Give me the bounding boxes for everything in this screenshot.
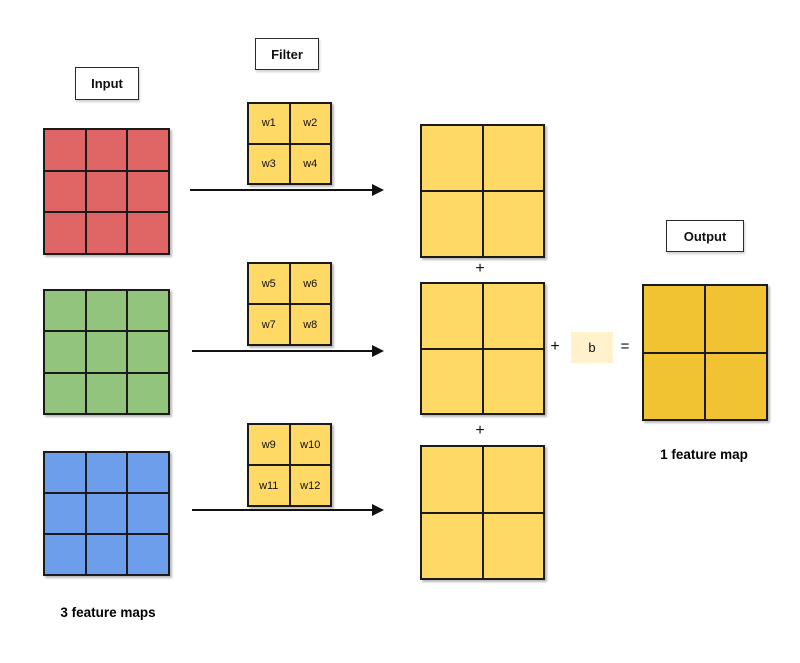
output-caption: 1 feature map [660, 447, 748, 462]
filter-weight: w6 [289, 263, 331, 304]
grid-cell [127, 534, 169, 575]
grid-cell [85, 534, 128, 575]
filter-weight: w1 [248, 103, 290, 144]
input-caption: 3 feature maps [60, 605, 156, 620]
filter-1-weights: w1 w2 w3 w4 [247, 102, 332, 185]
intermediate-map-1 [420, 124, 545, 258]
convolution-arrow-1 [190, 184, 384, 196]
output-section-label: Output [666, 220, 744, 252]
filter-weight: w10 [289, 424, 331, 465]
grid-cell [44, 170, 86, 213]
grid-cell [127, 170, 169, 213]
grid-cell [127, 493, 169, 534]
grid-cell [44, 290, 86, 332]
filter-label-text: Filter [271, 46, 303, 62]
grid-cell [127, 452, 169, 493]
grid-cell [421, 125, 483, 191]
grid-cell [127, 290, 169, 332]
equals-operator: = [620, 338, 630, 355]
intermediate-map-3 [420, 445, 545, 580]
plus-operator: + [550, 338, 560, 355]
grid-cell [482, 512, 544, 579]
grid-cell [127, 372, 169, 414]
grid-cell [705, 352, 767, 420]
input-feature-map-red [43, 128, 170, 255]
grid-cell [421, 283, 483, 349]
grid-cell [482, 446, 544, 513]
filter-weight: w2 [289, 103, 331, 144]
plus-operator: + [475, 422, 485, 439]
filter-weight: w12 [289, 465, 331, 506]
grid-cell [482, 191, 544, 257]
filter-weight: w5 [248, 263, 290, 304]
grid-cell [85, 290, 128, 332]
filter-weight: w11 [248, 465, 290, 506]
filter-weight: w7 [248, 304, 290, 345]
grid-cell [127, 129, 169, 171]
filter-weight: w9 [248, 424, 290, 465]
grid-cell [482, 125, 544, 191]
filter-weight: w4 [289, 143, 331, 184]
grid-cell [85, 372, 128, 414]
plus-operator: + [475, 260, 485, 277]
input-feature-map-green [43, 289, 170, 415]
grid-cell [421, 191, 483, 257]
grid-cell [85, 493, 128, 534]
filter-weight: w3 [248, 143, 290, 184]
grid-cell [127, 331, 169, 373]
grid-cell [643, 352, 705, 420]
grid-cell [482, 283, 544, 349]
input-label-text: Input [91, 76, 123, 91]
grid-cell [85, 170, 128, 213]
grid-cell [127, 212, 169, 254]
grid-cell [85, 129, 128, 171]
filter-3-weights: w9 w10 w11 w12 [247, 423, 332, 507]
output-label-text: Output [683, 228, 727, 244]
filter-section-label: Filter [255, 38, 319, 70]
grid-cell [421, 512, 483, 579]
grid-cell [482, 348, 544, 414]
grid-cell [705, 285, 767, 353]
grid-cell [85, 331, 128, 373]
convolution-arrow-3 [192, 504, 384, 516]
convolution-arrow-2 [192, 345, 384, 357]
grid-cell [44, 452, 86, 493]
grid-cell [44, 212, 86, 254]
grid-cell [421, 348, 483, 414]
grid-cell [643, 285, 705, 353]
grid-cell [421, 446, 483, 513]
grid-cell [44, 493, 86, 534]
grid-cell [44, 331, 86, 373]
input-section-label: Input [75, 67, 139, 100]
grid-cell [44, 534, 86, 575]
grid-cell [44, 372, 86, 414]
grid-cell [85, 452, 128, 493]
filter-2-weights: w5 w6 w7 w8 [247, 262, 332, 346]
grid-cell [85, 212, 128, 254]
filter-weight: w8 [289, 304, 331, 345]
grid-cell [44, 129, 86, 171]
output-feature-map [642, 284, 768, 421]
bias-term: b [571, 332, 613, 363]
input-feature-map-blue [43, 451, 170, 576]
intermediate-map-2 [420, 282, 545, 415]
